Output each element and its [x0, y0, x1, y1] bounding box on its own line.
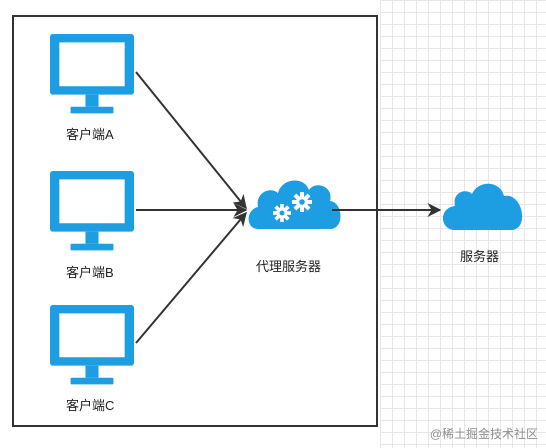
client-c-label: 客户端C	[66, 398, 115, 413]
client-a-label: 客户端A	[66, 127, 114, 142]
client-a-monitor-icon	[50, 34, 134, 114]
server-cloud-icon	[442, 183, 523, 230]
arrow-client-c-to-proxy	[135, 211, 247, 344]
server-label: 服务器	[460, 249, 500, 264]
source-watermark: @稀土掘金技术社区	[429, 427, 538, 441]
client-c-monitor-icon	[50, 305, 134, 385]
proxy-cloud-gears-icon	[248, 180, 341, 229]
proxy-label: 代理服务器	[256, 259, 322, 274]
client-b-monitor-icon	[50, 171, 134, 251]
client-b-label: 客户端B	[66, 265, 114, 280]
arrow-client-a-to-proxy	[135, 71, 247, 210]
